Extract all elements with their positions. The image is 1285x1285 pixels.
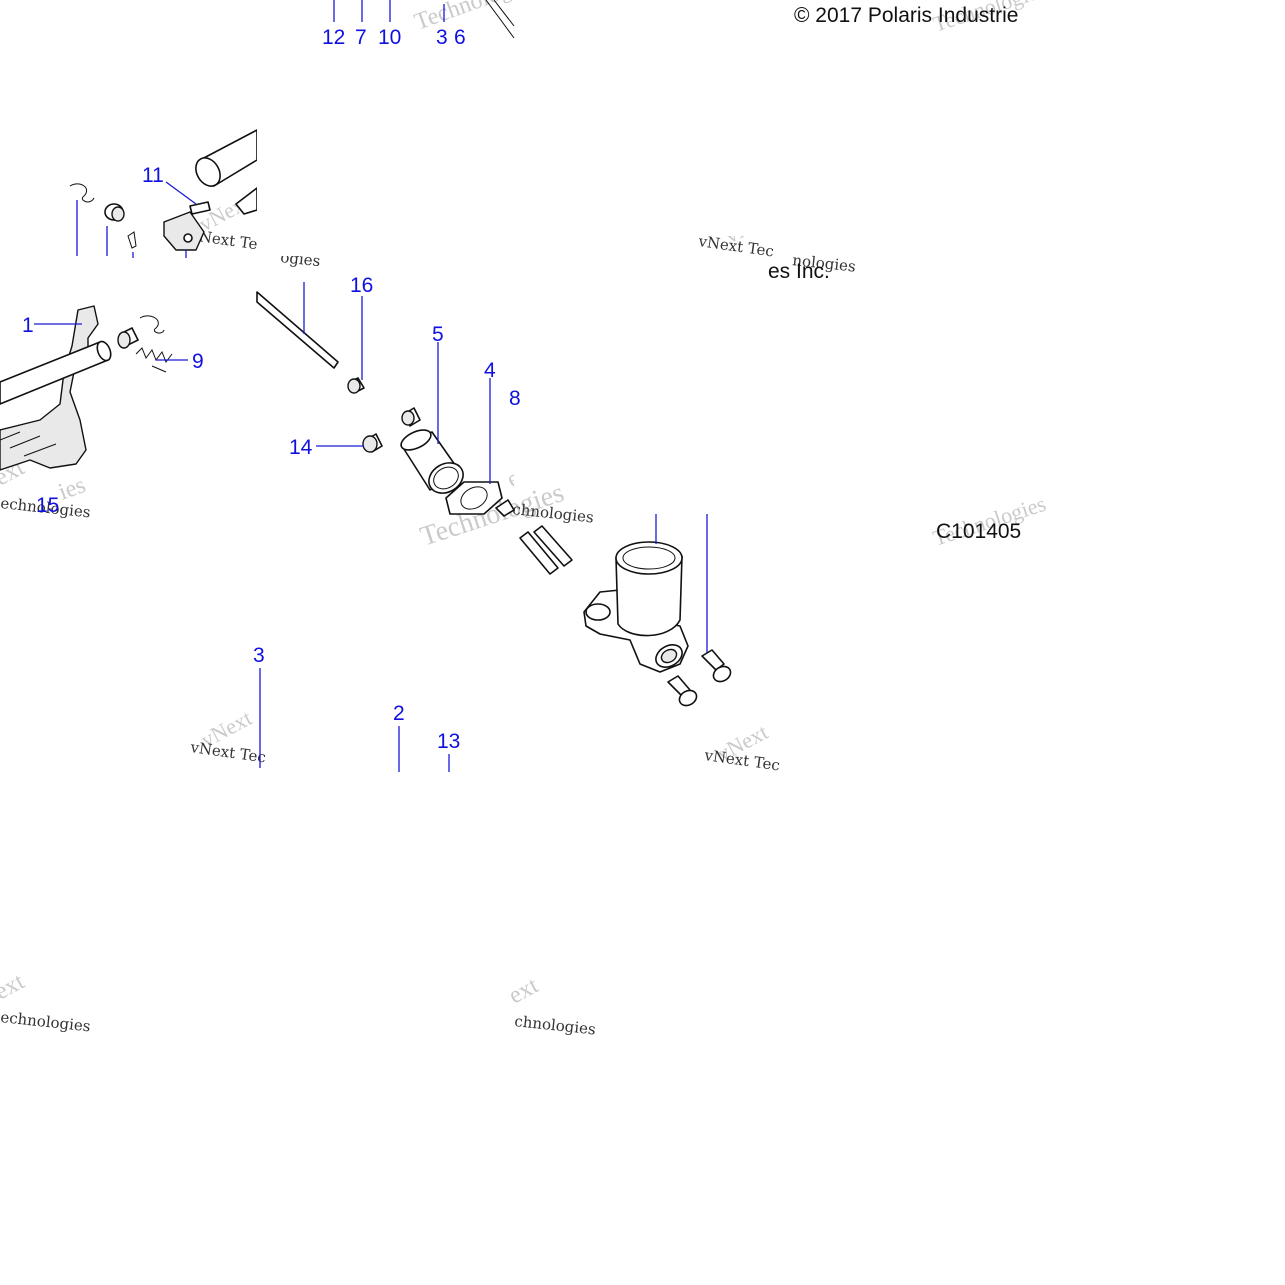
dowel-pin [533,525,573,567]
callout-5: 5 [432,323,444,346]
watermark-brand: ext [505,972,543,1009]
watermark-brand: Technologies [411,0,540,36]
callout-1: 1 [22,314,34,337]
crop-mask [514,282,1034,390]
callout-7: 7 [355,26,367,49]
clevis-group [69,129,258,258]
cotter-pin [69,183,95,203]
small-pin [127,231,137,249]
pivot-shaft [0,341,109,405]
copyright-notice: © 2017 Polaris Industrie [794,4,1018,27]
callout-12: 12 [322,26,345,49]
callout-2: 2 [393,702,405,725]
diagram-code: C101405 [936,520,1021,543]
callout-16: 16 [350,274,373,297]
top-leaders [333,0,515,39]
crop-mask [257,40,517,256]
brake-pedal-group [0,305,188,471]
copyright-fragment: es Inc. [768,260,830,283]
callout-10: 10 [378,26,401,49]
watermark-text: chnologies [514,1012,597,1038]
callout-3: 3 [436,26,448,49]
push-rod-group [256,282,421,453]
boot-gasket-group [400,342,503,515]
lower-leaders [259,668,450,772]
watermark-text: vNext Tec [702,746,781,775]
callouts: 12 7 10 3 6 11 1 9 16 5 4 8 14 15 3 2 13 [22,26,521,753]
callout-9: 9 [192,350,204,373]
mounting-bolt [701,649,725,671]
callout-11: 11 [142,164,164,187]
crop-mask [514,396,934,486]
callout-4: 4 [484,359,496,382]
watermark-text: echnologies [0,1008,91,1035]
reservoir [615,555,683,637]
callout-13: 13 [437,730,460,753]
pin-fragment [495,499,515,517]
watermark-brand: ext [0,968,29,1005]
callout-15: 15 [36,494,59,517]
master-cylinder-group [495,499,732,707]
push-rod [256,291,339,369]
watermark-text: chnologies [512,500,595,526]
callout-8: 8 [509,387,521,410]
watermark-text: vNext Tec [188,738,267,767]
callout-3b: 3 [253,644,265,667]
callout-14: 14 [289,436,313,459]
watermark-text: vNext Tec [696,232,775,261]
clevis-pin [189,201,211,215]
brake-pedal [0,305,99,471]
crop-mask [514,40,1034,236]
gasket [445,481,503,515]
callout-6: 6 [454,26,466,49]
clevis [163,211,205,251]
dowel-pin [519,531,559,575]
cotter-pin [139,315,165,334]
